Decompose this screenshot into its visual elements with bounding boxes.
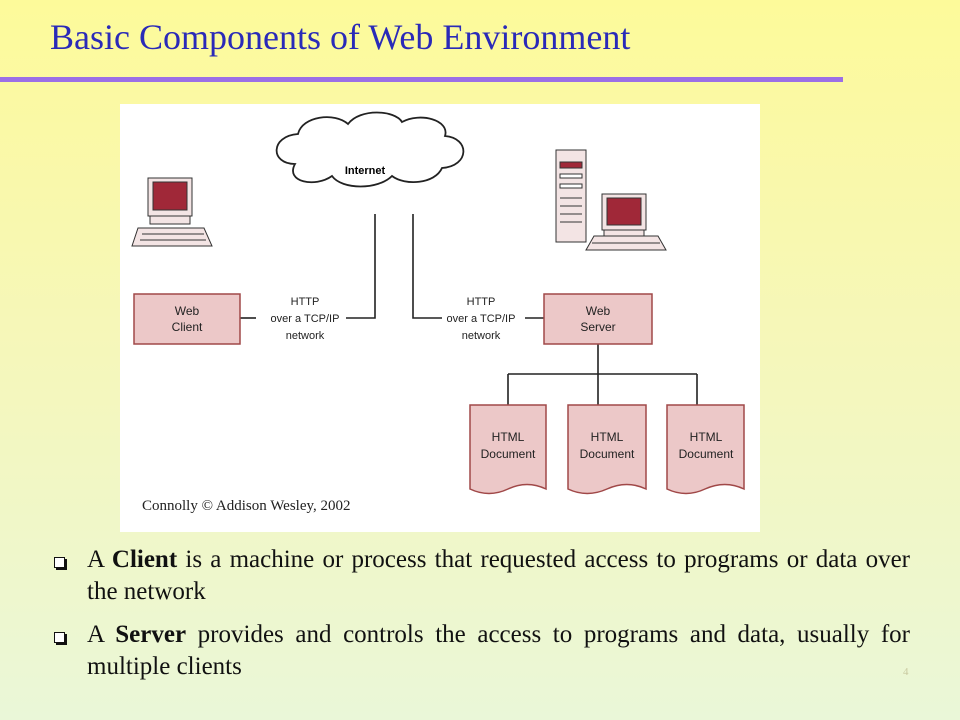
bullet-server: A Server provides and controls the acces… <box>50 619 910 683</box>
svg-text:Document: Document <box>679 447 734 461</box>
client-computer-icon <box>131 177 213 247</box>
internet-label: Internet <box>345 165 386 177</box>
figure-caption: Connolly © Addison Wesley, 2002 <box>142 498 351 514</box>
server-computer-icon <box>555 149 667 251</box>
term-server: Server <box>115 621 187 648</box>
svg-text:Document: Document <box>481 447 536 461</box>
svg-text:HTML: HTML <box>492 430 525 444</box>
internet-cloud: Internet <box>275 111 465 188</box>
bullet-client: A Client is a machine or process that re… <box>50 544 910 608</box>
svg-text:HTML: HTML <box>690 430 723 444</box>
svg-text:Document: Document <box>580 447 635 461</box>
right-link-line-1: HTTP <box>467 296 496 308</box>
web-client-box: Web Client <box>133 293 241 345</box>
web-client-label-2: Client <box>172 320 203 334</box>
checkbox-bullet-icon <box>54 557 65 568</box>
web-client-label-1: Web <box>175 304 200 318</box>
bullet-list: A Client is a machine or process that re… <box>50 544 910 694</box>
html-document-3: HTML Document <box>666 404 745 495</box>
checkbox-bullet-icon <box>54 632 65 643</box>
web-architecture-diagram: Internet HTTP over a TCP/IP network HTTP… <box>120 104 760 532</box>
web-server-label-1: Web <box>586 304 611 318</box>
left-link-line-1: HTTP <box>291 296 320 308</box>
html-document-1: HTML Document <box>469 404 547 495</box>
web-server-label-2: Server <box>580 320 615 334</box>
left-link-line-3: network <box>286 330 325 342</box>
slide-title: Basic Components of Web Environment <box>50 17 631 57</box>
title-underline <box>0 77 843 82</box>
page-number: 4 <box>903 666 909 678</box>
html-document-2: HTML Document <box>567 404 647 495</box>
right-link-line-3: network <box>462 330 501 342</box>
right-link-line-2: over a TCP/IP <box>447 313 516 325</box>
term-client: Client <box>111 546 178 573</box>
left-link-line-2: over a TCP/IP <box>271 313 340 325</box>
svg-text:HTML: HTML <box>591 430 624 444</box>
web-server-box: Web Server <box>543 293 653 345</box>
network-lines <box>240 214 698 405</box>
